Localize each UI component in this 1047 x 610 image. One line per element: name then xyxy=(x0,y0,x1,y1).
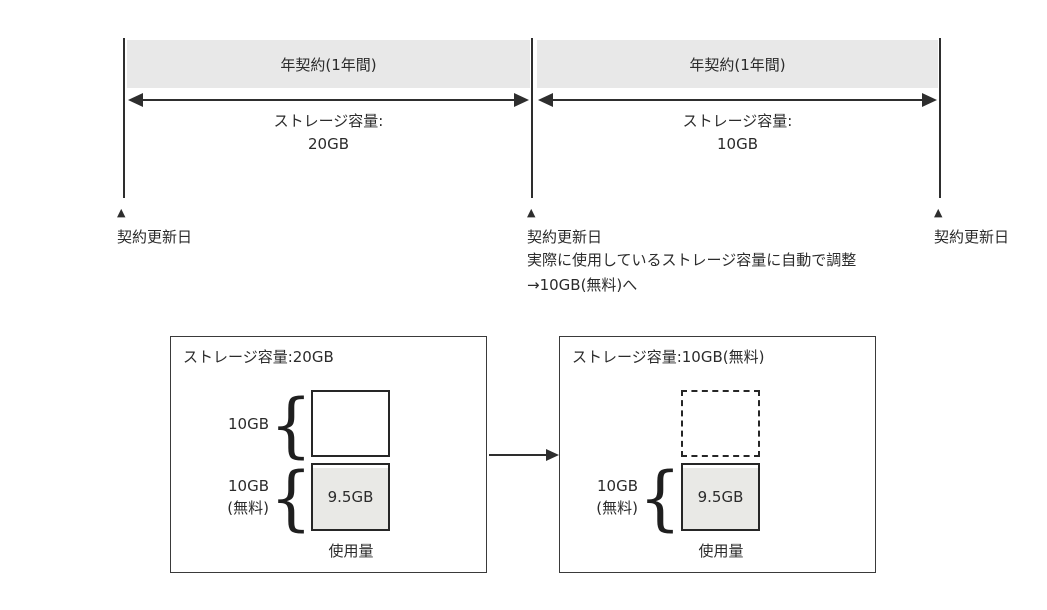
renewal-marker-2: ▲ 契約更新日 実際に使用しているストレージ容量に自動で調整 →10GB(無料)… xyxy=(527,206,856,297)
auto-adjust-note-line2: →10GB(無料)へ xyxy=(527,276,638,294)
arrowhead-left-icon xyxy=(128,93,143,107)
storage-capacity-label-1: ストレージ容量: 20GB xyxy=(128,110,529,156)
contract-period-bar-2: 年契約(1年間) xyxy=(537,40,938,88)
storage-block-free: 9.5GB xyxy=(311,463,390,531)
usage-value: 9.5GB xyxy=(697,488,744,506)
storage-capacity-line1: ストレージ容量: xyxy=(273,112,384,130)
renewal-marker-1: ▲ 契約更新日 xyxy=(117,206,192,247)
arrowhead-right-icon xyxy=(514,93,529,107)
renewal-date-label-2: 契約更新日 xyxy=(527,228,603,246)
storage-panel-after: ストレージ容量:10GB(無料) { 10GB (無料) 9.5GB 使用量 xyxy=(559,336,876,573)
brace-icon: { xyxy=(269,456,313,539)
panel-title-after: ストレージ容量:10GB(無料) xyxy=(572,348,765,366)
arrowhead-right-icon xyxy=(546,449,559,461)
storage-block-free: 9.5GB xyxy=(681,463,760,531)
renewal-date-label-3: 契約更新日 xyxy=(934,228,1010,246)
arrow-line xyxy=(143,99,514,101)
brace-icon: { xyxy=(638,456,682,539)
storage-block-extra xyxy=(311,390,390,457)
contract-period-bar-1: 年契約(1年間) xyxy=(127,40,530,88)
panel-title-before: ストレージ容量:20GB xyxy=(183,348,334,366)
block-size-label-extra: 10GB xyxy=(227,415,269,433)
block-size-label-free: 10GB (無料) xyxy=(596,477,638,517)
renewal-date-label-1: 契約更新日 xyxy=(117,228,193,246)
usage-fill xyxy=(313,468,388,529)
triangle-up-icon: ▲ xyxy=(527,206,536,219)
arrow-line xyxy=(553,99,922,101)
triangle-up-icon: ▲ xyxy=(934,206,943,219)
arrow-line xyxy=(489,454,546,456)
usage-value: 9.5GB xyxy=(327,488,374,506)
usage-label: 使用量 xyxy=(328,542,374,560)
period-span-arrow-2 xyxy=(538,93,937,107)
storage-capacity-label-2: ストレージ容量: 10GB xyxy=(538,110,937,156)
period-span-arrow-1 xyxy=(128,93,529,107)
timeline-boundary-line-2 xyxy=(531,38,533,198)
storage-block-removed xyxy=(681,390,760,457)
storage-panel-before: ストレージ容量:20GB { 10GB { 10GB (無料) 9.5GB 使用… xyxy=(170,336,487,573)
contract-period-label-1: 年契約(1年間) xyxy=(280,55,377,74)
block-size-label-free: 10GB (無料) xyxy=(227,477,269,517)
timeline-boundary-line-1 xyxy=(123,38,125,198)
usage-fill xyxy=(683,468,758,529)
storage-capacity-line2: 10GB xyxy=(716,135,758,153)
usage-label: 使用量 xyxy=(698,542,744,560)
storage-capacity-line1: ストレージ容量: xyxy=(682,112,793,130)
timeline-boundary-line-3 xyxy=(939,38,941,198)
arrowhead-right-icon xyxy=(922,93,937,107)
arrowhead-left-icon xyxy=(538,93,553,107)
auto-adjust-note-line1: 実際に使用しているストレージ容量に自動で調整 xyxy=(527,251,857,269)
renewal-marker-3: ▲ 契約更新日 xyxy=(934,206,1009,247)
transition-arrow xyxy=(489,448,559,462)
contract-period-label-2: 年契約(1年間) xyxy=(689,55,786,74)
triangle-up-icon: ▲ xyxy=(117,206,126,219)
brace-icon: { xyxy=(269,383,313,466)
storage-capacity-line2: 20GB xyxy=(307,135,349,153)
